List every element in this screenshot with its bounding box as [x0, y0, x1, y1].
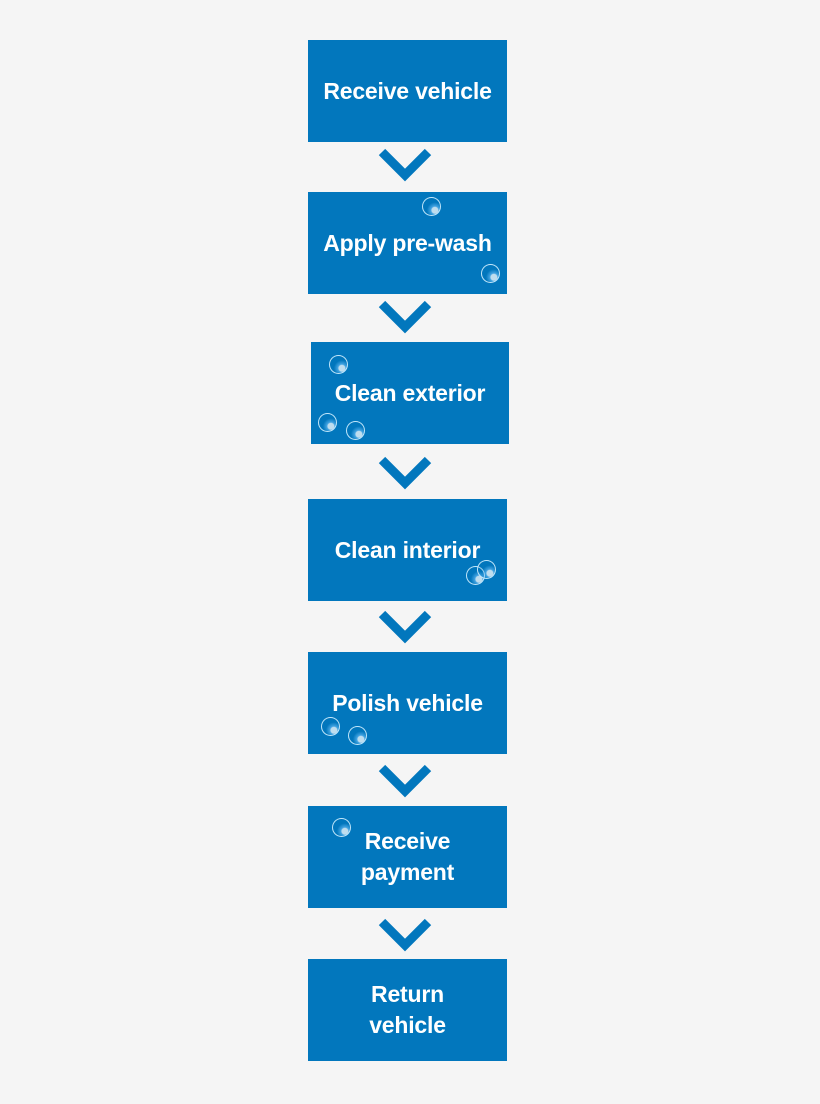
bubble-icon [329, 355, 348, 374]
step-label: Receive vehicle [323, 77, 492, 104]
bubble-icon [318, 413, 337, 432]
bubble-icon [481, 264, 500, 283]
step-label: Receive payment [360, 828, 455, 885]
step-box-clean-interior: Clean interior [308, 499, 507, 601]
step-box-polish-vehicle: Polish vehicle [308, 652, 507, 754]
step-label: Apply pre-wash [323, 229, 492, 256]
chevron-down-icon [378, 148, 432, 182]
chevron-down-icon [378, 918, 432, 952]
step-label: Polish vehicle [332, 689, 483, 716]
chevron-down-icon [378, 456, 432, 490]
step-label: Return vehicle [369, 981, 446, 1038]
chevron-down-icon [378, 764, 432, 798]
bubble-icon [332, 818, 351, 837]
step-label: Clean exterior [334, 379, 486, 406]
step-box-clean-exterior: Clean exterior [311, 342, 509, 444]
chevron-down-icon [378, 300, 432, 334]
step-box-apply-pre-wash: Apply pre-wash [308, 192, 507, 294]
bubble-icon [422, 197, 441, 216]
bubble-icon [477, 560, 496, 579]
step-box-receive-vehicle: Receive vehicle [308, 40, 507, 142]
step-box-return-vehicle: Return vehicle [308, 959, 507, 1061]
bubble-icon [348, 726, 367, 745]
step-box-receive-payment: Receive payment [308, 806, 507, 908]
bubble-icon [321, 717, 340, 736]
step-label: Clean interior [334, 536, 481, 563]
chevron-down-icon [378, 610, 432, 644]
bubble-icon [346, 421, 365, 440]
